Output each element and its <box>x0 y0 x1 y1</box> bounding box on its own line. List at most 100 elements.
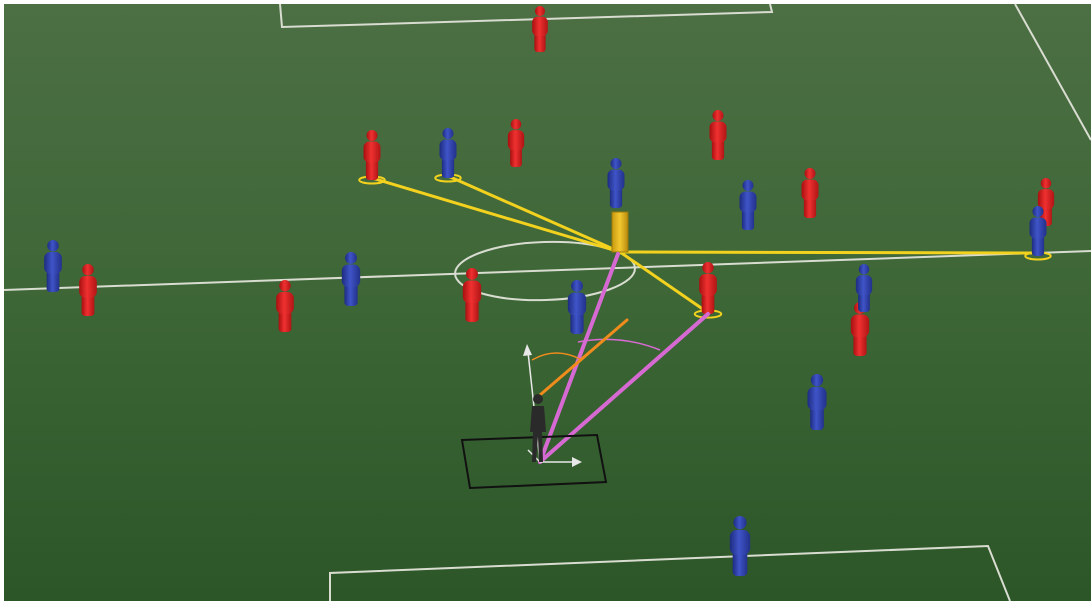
figure-head <box>702 262 714 274</box>
figure-head <box>510 119 522 130</box>
avatar-body <box>530 406 546 462</box>
pass-line-0 <box>370 176 622 254</box>
figure-body <box>699 274 717 296</box>
figure-head <box>571 280 583 292</box>
player-figure-red-4[interactable] <box>801 168 819 218</box>
figure-body <box>462 280 482 304</box>
figure-head <box>466 268 478 280</box>
figure-body <box>79 276 97 298</box>
figure-head <box>47 240 59 252</box>
player-figure-blue-0[interactable] <box>434 128 462 183</box>
figure-head <box>742 180 754 191</box>
figure-legs <box>711 139 725 160</box>
figure-legs <box>510 146 522 167</box>
figure-legs <box>853 333 867 356</box>
near-penalty-box <box>329 544 1011 601</box>
figure-legs <box>741 209 755 230</box>
pitch-markings <box>3 3 1091 601</box>
figure-legs <box>570 311 584 334</box>
figure-legs <box>81 294 95 316</box>
pitch-surface <box>4 4 1091 601</box>
figure-body <box>532 16 548 36</box>
player-figure-red-6[interactable] <box>79 264 97 316</box>
halfway-line <box>3 250 1091 291</box>
figure-legs <box>609 187 623 208</box>
figure-head <box>279 280 291 292</box>
player-figure-blue-5[interactable] <box>341 252 361 306</box>
player-figure-blue-6[interactable] <box>567 280 587 334</box>
figure-head <box>858 264 870 275</box>
figure-head <box>804 168 816 179</box>
figure-legs <box>365 159 379 180</box>
pass-line-1 <box>446 174 622 254</box>
avatar-head <box>533 394 543 404</box>
figure-body <box>439 139 457 161</box>
figure-legs <box>701 292 715 314</box>
player-figure-red-3[interactable] <box>709 110 727 160</box>
players-layer <box>44 5 1055 576</box>
figure-legs <box>732 550 748 576</box>
player-figure-blue-2[interactable] <box>739 180 757 230</box>
figure-legs <box>810 406 824 430</box>
figure-head <box>534 5 546 17</box>
figure-legs <box>344 283 358 306</box>
player-figure-blue-8[interactable] <box>807 374 827 430</box>
analysis-overlay-back <box>370 174 1038 314</box>
figure-body <box>507 130 525 151</box>
figure-legs <box>1031 235 1045 256</box>
figure-head <box>610 158 622 169</box>
player-figure-red-7[interactable] <box>276 280 294 332</box>
player-figure-blue-9[interactable] <box>729 516 751 576</box>
figure-head <box>82 264 94 276</box>
figure-legs <box>803 197 817 218</box>
figure-head <box>810 374 824 387</box>
figure-body <box>341 264 361 288</box>
figure-body <box>567 292 587 316</box>
figure-head <box>712 110 724 121</box>
figure-body <box>1037 189 1055 210</box>
player-figure-blue-7[interactable] <box>855 264 873 312</box>
axis-right-head <box>572 457 582 467</box>
vision-line-right <box>538 312 710 464</box>
figure-body <box>44 252 62 274</box>
figure-body <box>807 386 827 411</box>
player-figure-blue-1[interactable] <box>607 158 625 208</box>
figure-head <box>366 130 378 141</box>
player-figure-red-8[interactable] <box>462 268 482 322</box>
axis-up-head <box>523 344 532 356</box>
avatar-stand-frame <box>460 433 608 490</box>
figure-head <box>442 128 454 139</box>
player-figure-blue-4[interactable] <box>44 240 62 292</box>
orientation-line <box>538 318 629 397</box>
figure-head <box>1040 178 1052 189</box>
figure-body <box>850 314 870 338</box>
ball-position-marker[interactable] <box>611 211 629 253</box>
orientation-arc <box>531 352 583 361</box>
pass-line-3 <box>618 250 709 314</box>
figure-legs <box>46 270 60 292</box>
figure-body <box>709 121 727 143</box>
figure-body <box>855 275 873 296</box>
vision-arc <box>577 338 661 351</box>
pass-line-2 <box>618 250 1038 255</box>
player-figure-red-1[interactable] <box>358 130 386 185</box>
figure-body <box>739 191 757 213</box>
player-figure-blue-3[interactable] <box>1024 206 1052 261</box>
player-figure-red-9[interactable] <box>693 262 723 319</box>
player-figure-red-0[interactable] <box>532 5 548 52</box>
player-figure-red-2[interactable] <box>507 119 525 167</box>
analysis-overlay-front <box>460 211 710 490</box>
avatar-figure[interactable] <box>530 394 546 462</box>
right-touchline <box>1014 3 1091 141</box>
center-circle <box>454 240 636 302</box>
figure-head <box>733 516 747 530</box>
figure-legs <box>534 32 546 52</box>
figure-legs <box>465 299 479 322</box>
figure-head <box>345 252 357 264</box>
figure-body <box>276 292 294 314</box>
figure-body <box>607 169 625 191</box>
figure-legs <box>278 310 292 332</box>
figure-legs <box>441 157 455 178</box>
